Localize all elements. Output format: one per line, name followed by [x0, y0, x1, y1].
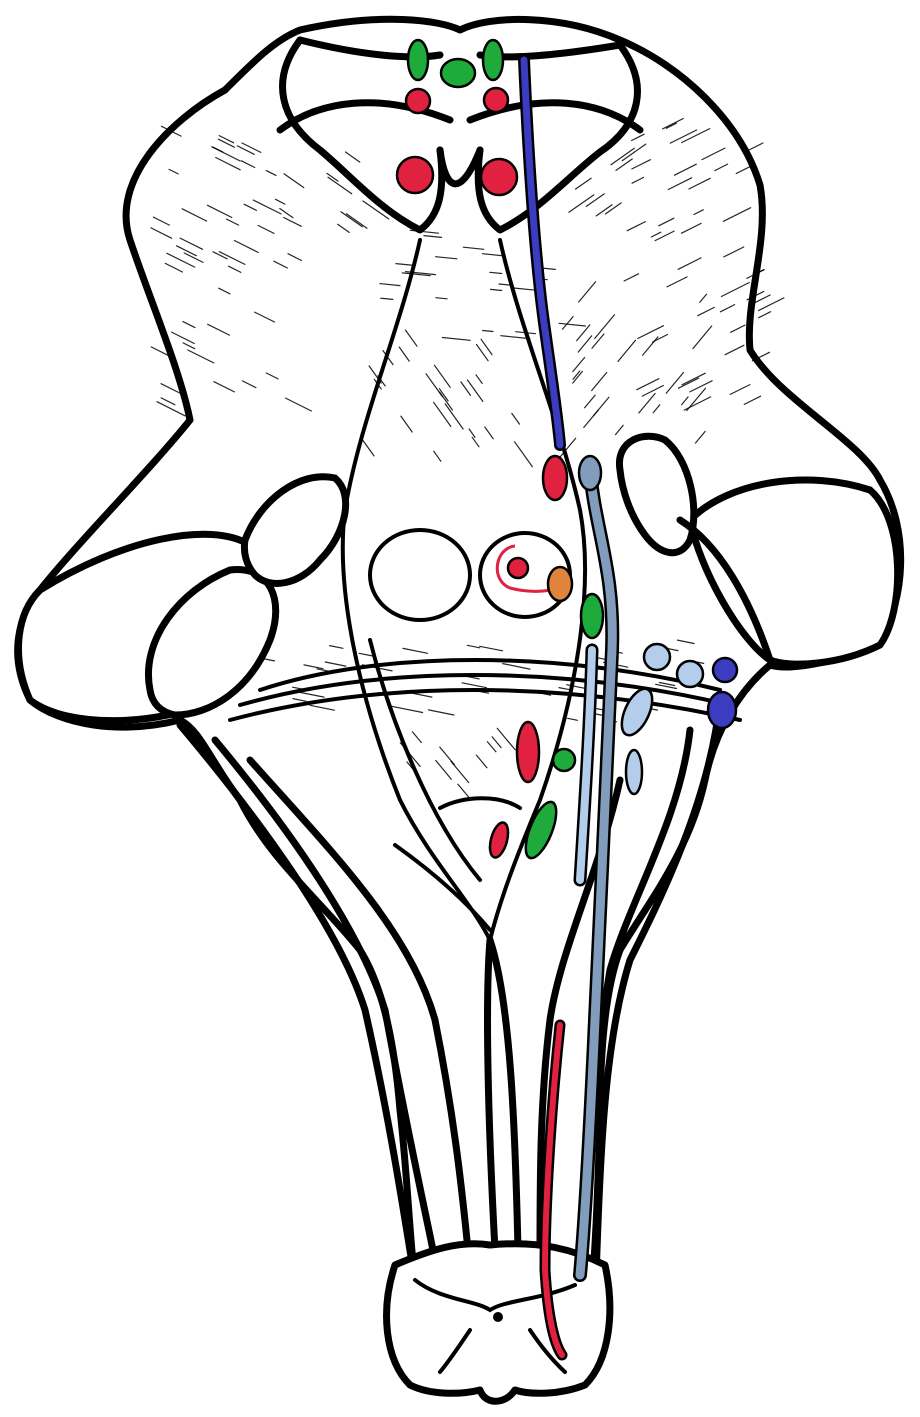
light-blue-nucleus-2 — [677, 661, 703, 687]
green-nucleus-top-left — [408, 40, 428, 80]
red-nucleus-facial — [508, 558, 528, 578]
red-nucleus-small-right — [484, 88, 508, 112]
dark-blue-nucleus-1 — [713, 658, 737, 682]
steel-blue-nucleus-top — [579, 456, 601, 490]
hatch-line — [755, 295, 771, 303]
light-blue-nucleus-1 — [644, 644, 670, 670]
red-nucleus-large-right — [481, 159, 517, 195]
hatch-line — [746, 143, 763, 152]
red-nucleus-mid — [543, 456, 567, 500]
green-nucleus-top-right — [483, 40, 503, 80]
light-blue-nucleus-4 — [626, 750, 642, 794]
red-nucleus-large-left — [397, 157, 433, 193]
green-nucleus-lower-small — [553, 749, 575, 771]
hatch-line — [759, 298, 784, 311]
central-canal — [493, 1312, 503, 1322]
hatch-line — [759, 312, 771, 318]
orange-nucleus — [548, 567, 572, 601]
hatch-line — [161, 398, 175, 405]
green-nucleus-top-center — [441, 59, 475, 87]
dark-blue-nucleus-2 — [708, 692, 736, 728]
red-nucleus-lower — [517, 722, 539, 782]
red-nucleus-small-left — [406, 89, 430, 113]
green-nucleus-mid — [581, 594, 603, 638]
hatch-line — [157, 402, 185, 416]
